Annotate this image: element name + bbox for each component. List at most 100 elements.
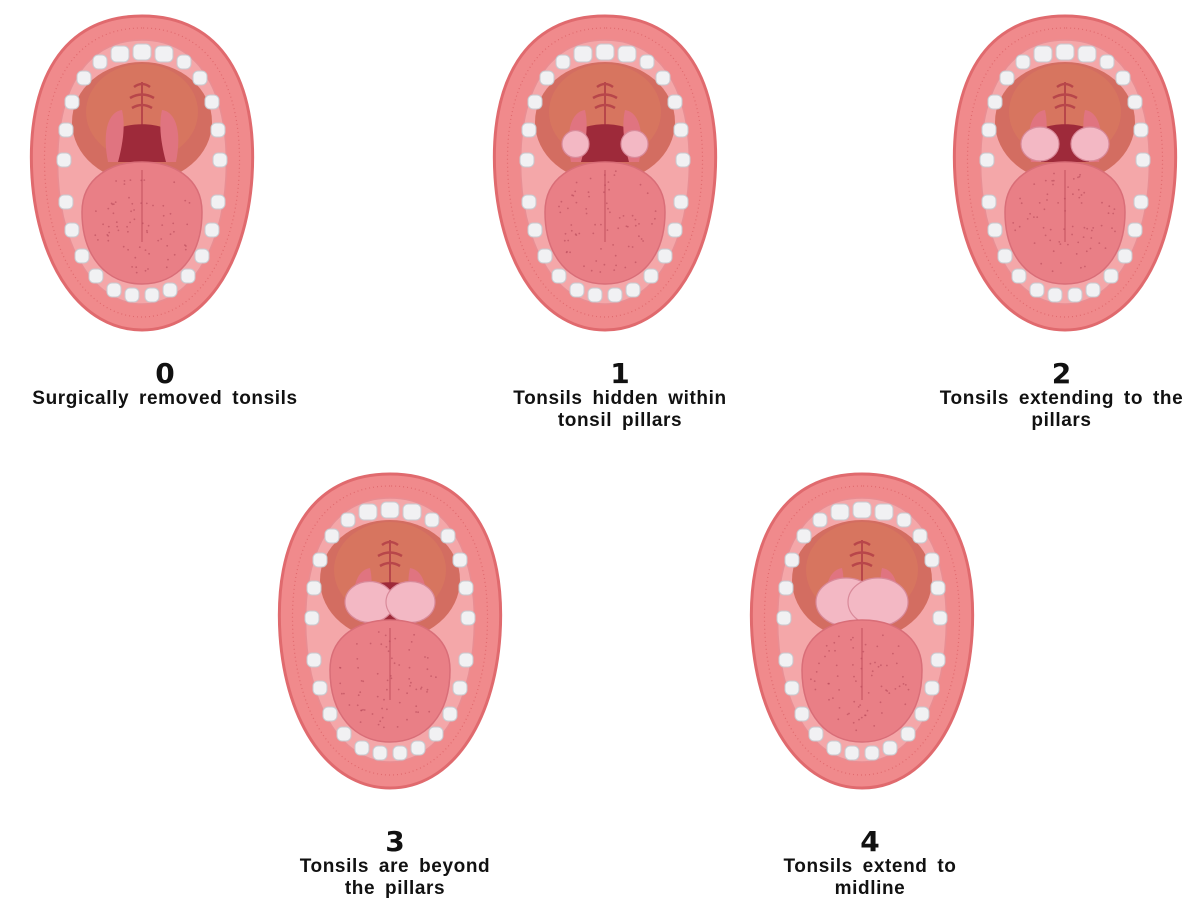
lower-tooth [373,746,387,760]
tongue-texture [166,266,168,268]
upper-tooth [211,123,225,137]
tongue-texture [186,224,188,226]
tongue-texture [394,638,396,640]
tongue-texture [635,225,637,227]
tongue-texture [385,635,387,637]
tongue-texture [853,676,855,678]
upper-tooth [520,153,534,167]
tongue-texture [651,223,653,225]
upper-tooth [522,123,536,137]
tongue-texture [1027,218,1029,220]
tongue-texture [1053,250,1055,252]
tongue-texture [1040,263,1042,265]
tongue-texture [837,675,839,677]
tongue-texture [426,691,428,693]
tongue-texture [571,230,573,232]
lower-tooth [145,288,159,302]
tongue-texture [647,192,649,194]
upper-tooth [656,71,670,85]
tongue-texture [357,704,359,706]
tongue-texture [95,210,97,212]
tongue-texture [876,646,878,648]
tongue-texture [815,689,817,691]
tongue-texture [357,667,359,669]
tongue-texture [1101,225,1103,227]
tongue-texture [381,708,383,710]
tongue-texture [1073,178,1075,180]
tongue-texture [852,637,854,639]
tongue-texture [623,215,625,217]
upper-tooth [676,153,690,167]
tongue-texture [387,680,389,682]
tongue-texture [1067,244,1069,246]
tongue-texture [832,697,834,699]
tongue-texture [632,246,634,248]
tongue-texture [97,239,99,241]
tongue-texture [816,671,818,673]
tongue-texture [1046,199,1048,201]
tongue-texture [566,252,568,254]
tongue-texture [614,174,616,176]
tongue-texture [167,259,169,261]
tongue-texture [115,201,117,203]
tongue-texture [409,667,411,669]
tongue-texture [1071,234,1073,236]
tongue-texture [824,656,826,658]
tongue-texture [872,670,874,672]
tongue-texture [341,693,343,695]
tongue-texture [139,246,141,248]
tongue-texture [882,634,884,636]
tongue-texture [655,210,657,212]
lower-tooth [195,249,209,263]
tongue-texture [1051,180,1053,182]
tongue-texture [339,667,341,669]
tongue-texture [1076,253,1078,255]
lower-tooth [925,681,939,695]
upper-tooth [933,611,947,625]
tongue-texture [828,650,830,652]
tongue-texture [1098,242,1100,244]
caption-grade-1: 1 Tonsils hidden within tonsil pillars [460,360,780,432]
upper-tooth [897,513,911,527]
tongue-texture [113,212,115,214]
tongue-texture [148,253,150,255]
lower-tooth [459,653,473,667]
tongue-texture [561,201,563,203]
left-tonsil [562,131,589,158]
tongue-texture [558,206,560,208]
upper-tooth [307,581,321,595]
upper-tooth [213,153,227,167]
lower-tooth [163,283,177,297]
tongue-texture [567,240,569,242]
tongue-texture [609,211,611,213]
tongue-texture [1086,228,1088,230]
grade-number: 1 [460,360,780,388]
grade-description-line: tonsil pillars [460,410,780,432]
tongue-texture [410,682,412,684]
tongue-texture [145,249,147,251]
lower-tooth [528,223,542,237]
tongue-texture [1060,262,1062,264]
tongue-texture [1114,208,1116,210]
tongue-texture [635,219,637,221]
lower-tooth [59,195,73,209]
tongue-texture [1050,229,1052,231]
tongue-texture [424,656,426,658]
upper-tooth [853,502,871,518]
tongue-texture [427,668,429,670]
tongue-texture [814,680,816,682]
tongue-texture [905,684,907,686]
upper-tooth [640,55,654,69]
lower-tooth [931,653,945,667]
tongue-texture [435,676,437,678]
tongue-texture [170,213,172,215]
tongue-texture [600,224,602,226]
lower-tooth [1104,269,1118,283]
upper-tooth [618,46,636,62]
tongue-texture [126,226,128,228]
tongue-texture [1063,228,1065,230]
grade-number: 4 [720,828,1020,856]
grade-description-line: pillars [920,410,1203,432]
tongue-texture [430,675,432,677]
lower-tooth [588,288,602,302]
